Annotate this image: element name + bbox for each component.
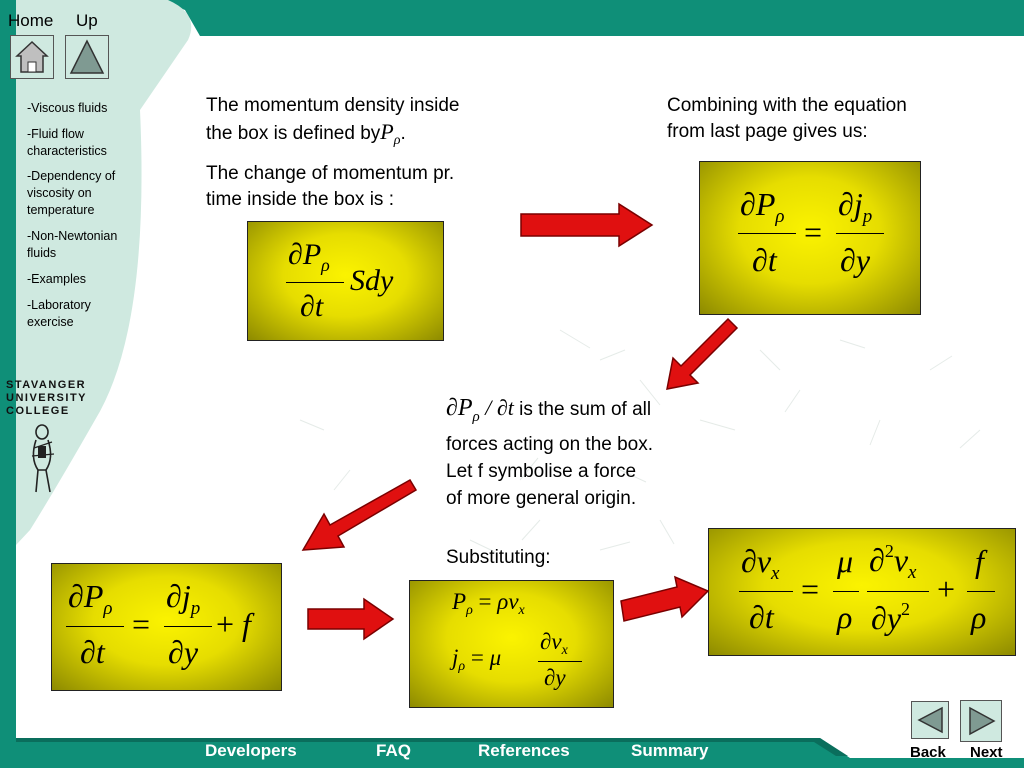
force-sum-text: ∂Pρ / ∂t is the sum of all forces acting… xyxy=(446,395,654,509)
equation-box-final: ∂vx ∂t = μ ρ ∂2vx ∂y2 + f ρ xyxy=(708,528,1016,656)
home-link[interactable]: Home xyxy=(8,11,54,30)
substituting-label: Substituting: xyxy=(446,547,551,568)
menu-item-viscous-fluids[interactable]: -Viscous fluids xyxy=(27,101,108,115)
triangle-left-icon xyxy=(917,706,943,734)
faq-link[interactable]: FAQ xyxy=(376,741,411,760)
back-label[interactable]: Back xyxy=(910,744,946,761)
momentum-density-text: The momentum density inside the box is d… xyxy=(206,95,460,148)
triangle-right-icon xyxy=(969,706,996,736)
equation-box-substitution: Pρ = ρvx ∂vx jρ = μ ∂y xyxy=(409,580,614,708)
references-link[interactable]: References xyxy=(478,741,570,760)
equation-box-momentum-change: ∂Pρ ∂t Sdy xyxy=(247,221,444,341)
momentum-change-text: The change of momentum pr. time inside t… xyxy=(206,163,455,210)
equation-box-combined: ∂Pρ ∂t = ∂jp ∂y xyxy=(699,161,921,315)
arrow-right-1 xyxy=(520,202,654,248)
back-button[interactable] xyxy=(911,701,949,739)
combining-text: Combining with the equation from last pa… xyxy=(667,95,907,142)
arrow-down-left-2 xyxy=(301,478,418,551)
home-button[interactable] xyxy=(10,35,54,79)
up-button[interactable] xyxy=(65,35,109,79)
arrow-right-3 xyxy=(620,575,710,622)
up-link[interactable]: Up xyxy=(76,11,98,30)
next-button[interactable] xyxy=(960,700,1002,742)
menu-item-fluid-flow[interactable]: -Fluid flow characteristics xyxy=(27,127,107,158)
menu-item-examples[interactable]: -Examples xyxy=(27,272,87,286)
college-logo-text: STAVANGER UNIVERSITY COLLEGE xyxy=(6,379,88,417)
arrow-right-2 xyxy=(307,597,395,641)
summary-link[interactable]: Summary xyxy=(631,741,709,760)
arrow-down-left-1 xyxy=(666,317,739,390)
equation-box-with-force: ∂Pρ ∂t = ∂jp ∂y + f xyxy=(51,563,282,691)
next-label[interactable]: Next xyxy=(970,744,1003,761)
college-emblem-icon xyxy=(31,424,55,493)
developers-link[interactable]: Developers xyxy=(205,741,297,760)
house-icon xyxy=(15,40,49,73)
menu-item-laboratory[interactable]: -Laboratory exercise xyxy=(27,298,91,329)
menu-item-non-newtonian[interactable]: -Non-Newtonian fluids xyxy=(27,229,118,260)
menu-item-viscosity-temperature[interactable]: -Dependency of viscosity on temperature xyxy=(27,169,116,217)
triangle-up-icon xyxy=(69,39,105,74)
